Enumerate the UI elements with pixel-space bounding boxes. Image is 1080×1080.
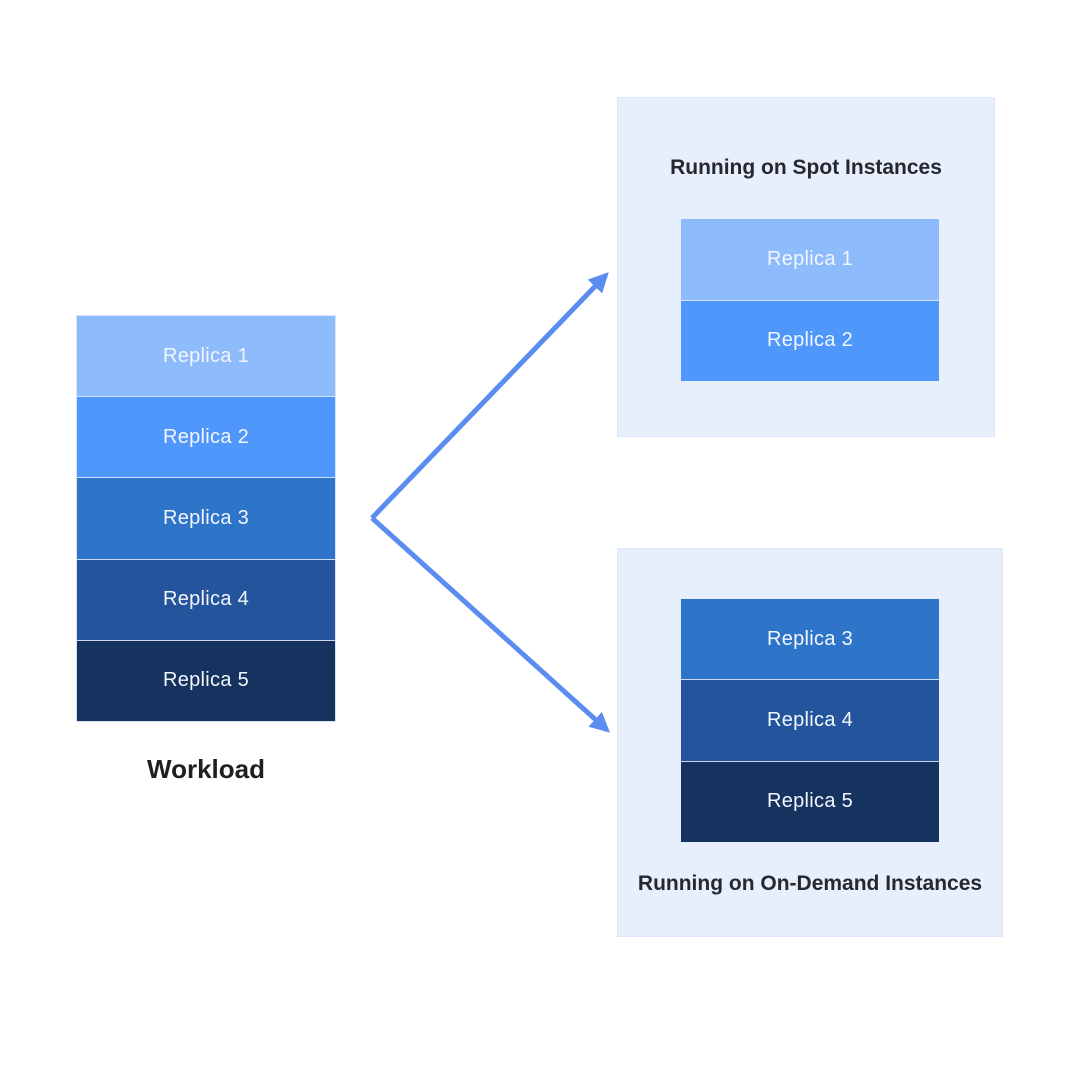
replica-label: Replica 4 bbox=[766, 708, 854, 731]
replica-label: Replica 2 bbox=[766, 329, 854, 352]
spot-panel-title: Running on Spot Instances bbox=[670, 156, 942, 179]
arrow-to-spot-icon bbox=[370, 272, 609, 520]
spot-instances-panel: Running on Spot Instances Replica 1 Repl… bbox=[617, 97, 995, 437]
arrow-to-ondemand-icon bbox=[370, 516, 610, 733]
spot-replica-1: Replica 1 bbox=[681, 219, 939, 300]
replica-label: Replica 5 bbox=[766, 790, 854, 813]
workload-title: Workload bbox=[147, 753, 265, 784]
workload-replica-2: Replica 2 bbox=[77, 396, 335, 478]
replica-label: Replica 4 bbox=[162, 588, 250, 611]
ondemand-replica-5: Replica 5 bbox=[681, 760, 939, 842]
ondemand-replica-3: Replica 3 bbox=[681, 599, 939, 680]
workload-replica-3: Replica 3 bbox=[77, 477, 335, 559]
ondemand-replica-4: Replica 4 bbox=[681, 679, 939, 761]
replica-label: Replica 2 bbox=[162, 425, 250, 448]
ondemand-replica-stack: Replica 3 Replica 4 Replica 5 bbox=[681, 599, 939, 842]
replica-label: Replica 5 bbox=[162, 669, 250, 692]
ondemand-panel-title: Running on On-Demand Instances bbox=[637, 872, 983, 895]
workload-stack: Replica 1 Replica 2 Replica 3 Replica 4 … bbox=[76, 315, 336, 722]
ondemand-instances-panel: Replica 3 Replica 4 Replica 5 Running on… bbox=[617, 548, 1003, 937]
spot-replica-stack: Replica 1 Replica 2 bbox=[681, 219, 939, 381]
workload-replica-5: Replica 5 bbox=[77, 639, 335, 722]
spot-replica-2: Replica 2 bbox=[681, 299, 939, 381]
workload-replica-1: Replica 1 bbox=[77, 316, 335, 397]
replica-label: Replica 1 bbox=[766, 247, 854, 270]
replica-label: Replica 1 bbox=[162, 344, 250, 367]
replica-label: Replica 3 bbox=[766, 627, 854, 650]
replica-label: Replica 3 bbox=[162, 507, 250, 529]
workload-replica-4: Replica 4 bbox=[77, 558, 335, 640]
